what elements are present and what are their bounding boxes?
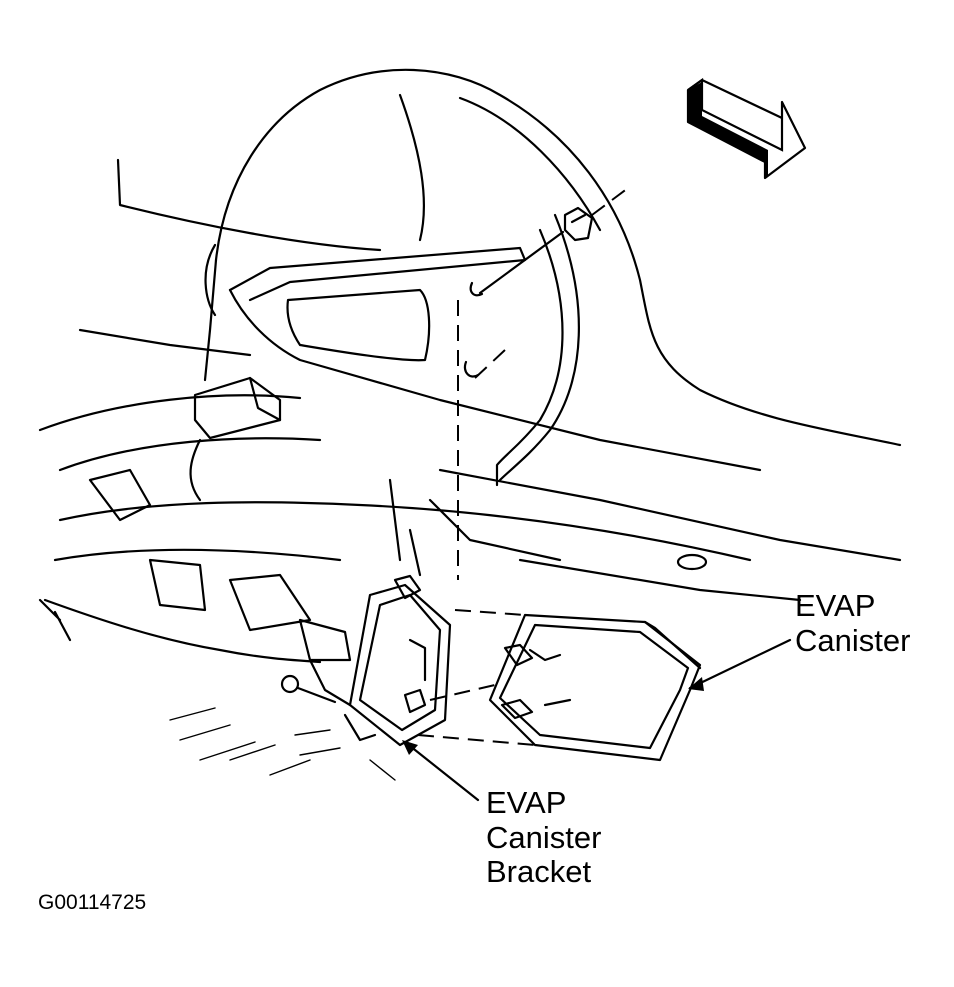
evap-canister-label-line-1: EVAP <box>795 588 876 623</box>
evap-canister-label: EVAP Canister <box>795 588 911 658</box>
evap-canister-bracket-label-line-2: Canister <box>486 819 602 855</box>
push-pin-fastener <box>457 187 629 580</box>
evap-canister-bracket-label: EVAP Canister Bracket <box>486 785 602 890</box>
leader-lines <box>402 638 792 802</box>
ground-hatching <box>169 707 396 781</box>
evap-canister-drawing <box>417 609 702 762</box>
wheel-well <box>116 68 902 487</box>
canister-bracket-drawing <box>280 574 452 747</box>
figure-id: G00114725 <box>38 891 147 914</box>
evap-canister-bracket-label-line-3: Bracket <box>486 854 592 890</box>
forward-arrow-icon <box>686 77 807 180</box>
evap-canister-bracket-label-line-1: EVAP <box>486 785 567 820</box>
evap-canister-label-line-2: Canister <box>795 622 911 658</box>
body-panels <box>38 243 902 664</box>
